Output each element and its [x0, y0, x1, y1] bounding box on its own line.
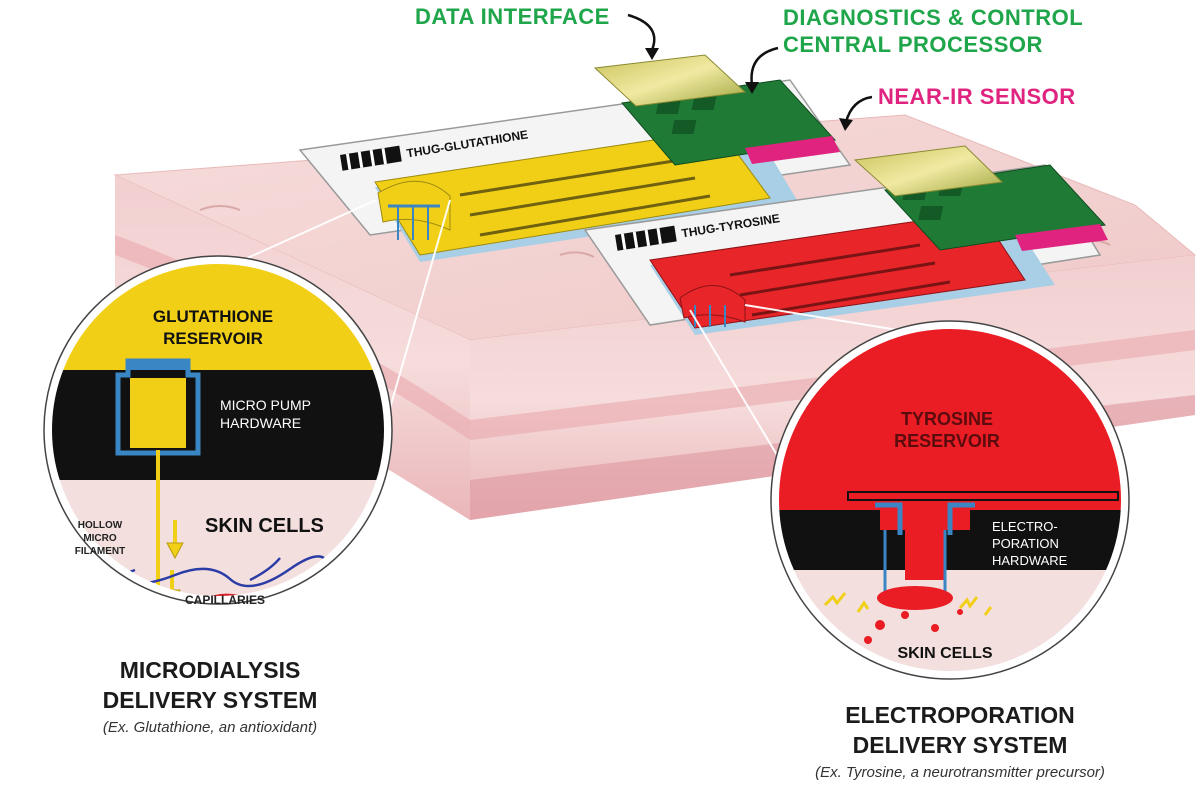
glutathione-reservoir-label-2: RESERVOIR: [163, 329, 263, 348]
electroporation-caption-note: (Ex. Tyrosine, a neurotransmitter precur…: [815, 764, 1105, 781]
capillaries-label: CAPILLARIES: [185, 593, 265, 607]
microdialysis-caption-note: (Ex. Glutathione, an antioxidant): [102, 719, 318, 736]
electroporation-label-2: PORATION: [992, 536, 1059, 551]
micro-pump-label-1: MICRO PUMP: [220, 397, 311, 413]
filament-label-1: HOLLOW: [78, 520, 123, 531]
left-pump-housing: [115, 358, 201, 456]
tyrosine-patch: THUG-TYROSINE: [583, 145, 1108, 335]
data-interface-label: DATA INTERFACE: [415, 4, 610, 29]
electric-sparks: [823, 592, 993, 616]
left-detail-ring: [44, 256, 392, 604]
tyrosine-near-ir-sensor: [1015, 224, 1108, 251]
diagnostics-arrow: [750, 46, 779, 86]
glutathione-reservoir-label-1: GLUTATHIONE: [153, 307, 273, 326]
electroporation-caption-line-1: ELECTROPORATION: [845, 702, 1075, 728]
near-ir-sensor-label: NEAR-IR SENSOR: [878, 84, 1076, 109]
microdialysis-caption-line-1: MICRODIALYSIS: [119, 657, 301, 683]
electroporation-label-1: ELECTRO-: [992, 519, 1058, 534]
left-skin-cells-label: SKIN CELLS: [205, 515, 324, 537]
diagnostics-label: DIAGNOSTICS & CONTROL CENTRAL PROCESSOR: [783, 4, 1083, 58]
microdialysis-caption: MICRODIALYSIS DELIVERY SYSTEM (Ex. Gluta…: [20, 655, 400, 736]
electroporation-caption-line-2: DELIVERY SYSTEM: [852, 732, 1068, 758]
filament-label-2: MICRO: [83, 533, 117, 544]
electroporation-label-3: HARDWARE: [992, 553, 1068, 568]
tyrosine-reservoir-label-1: TYROSINE: [901, 409, 993, 429]
filament-label-3: FILAMENT: [75, 546, 126, 557]
callout-arrows: [627, 13, 873, 131]
micro-pump-label-2: HARDWARE: [220, 415, 301, 431]
tyrosine-reservoir-label-2: RESERVOIR: [894, 431, 1000, 451]
near-ir-arrow: [844, 95, 873, 123]
diagnostics-label-line-1: DIAGNOSTICS & CONTROL: [783, 5, 1084, 30]
microdialysis-caption-line-2: DELIVERY SYSTEM: [102, 687, 318, 713]
glutathione-near-ir-sensor: [745, 136, 840, 164]
glutathione-patch: THUG-GLUTATHIONE: [298, 54, 852, 262]
tyrosine-data-interface: [853, 145, 1004, 197]
diagnostics-label-line-2: CENTRAL PROCESSOR: [783, 32, 1043, 57]
tyrosine-droplet: [877, 586, 953, 610]
right-detail-ring: [771, 321, 1129, 679]
electroporation-caption: ELECTROPORATION DELIVERY SYSTEM (Ex. Tyr…: [745, 700, 1175, 781]
data-interface-arrow: [627, 13, 656, 51]
microdialysis-detail: GLUTATHIONE RESERVOIR MICRO PUMP HARDWAR…: [43, 255, 393, 607]
glutathione-data-interface: [593, 54, 747, 107]
right-skin-cells-label: SKIN CELLS: [897, 645, 992, 662]
electroporation-detail: TYROSINE RESERVOIR ELECTRO- PORATION HAR…: [770, 320, 1130, 680]
